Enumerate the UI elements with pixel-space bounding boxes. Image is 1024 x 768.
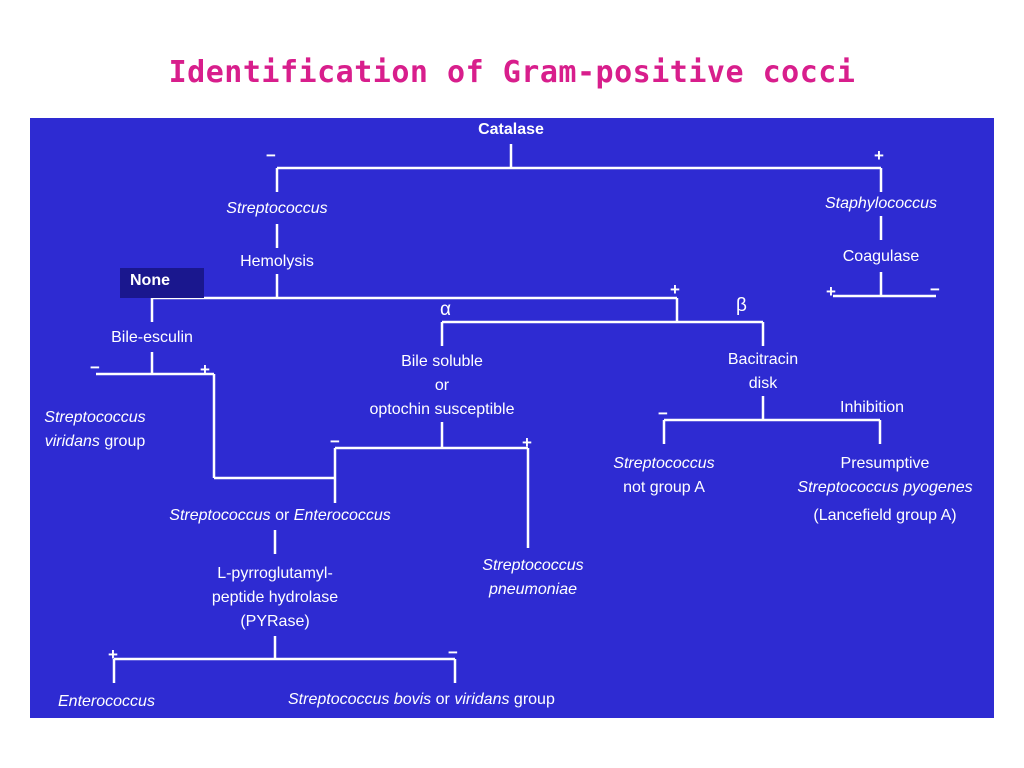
pyogenes-label-line1: Presumptive bbox=[840, 455, 930, 472]
entero-word: Enterococcus bbox=[293, 507, 391, 524]
pneumoniae-label-line1: Streptococcus bbox=[482, 557, 584, 574]
viridans-word: viridans bbox=[44, 433, 100, 450]
group-word: group bbox=[104, 433, 146, 450]
bile-soluble-label-line2: or bbox=[434, 377, 450, 394]
coagulase-minus-sign: − bbox=[930, 280, 940, 299]
strep-or-entero-label: Streptococcus or Enterococcus bbox=[135, 504, 425, 528]
none-label: None bbox=[130, 272, 170, 289]
alpha-label: α bbox=[440, 299, 451, 320]
hemolysis-plus-sign: + bbox=[670, 280, 680, 299]
beta-label: β bbox=[736, 295, 747, 316]
pneumoniae-label-line2: pneumoniae bbox=[488, 581, 578, 598]
bacitracin-minus-sign: − bbox=[658, 404, 668, 423]
pyogenes-label-line2: Streptococcus pyogenes bbox=[797, 479, 973, 496]
catalase-minus-sign: − bbox=[266, 146, 276, 165]
viridans-label-line1: Streptococcus bbox=[44, 409, 146, 426]
catalase-plus-sign: + bbox=[874, 146, 884, 165]
bile-esculin-plus-sign: + bbox=[200, 360, 210, 379]
strep-word: Streptococcus bbox=[169, 507, 271, 524]
flowchart-panel: Catalase − + Streptococcus Staphylococcu… bbox=[30, 118, 994, 718]
pyrase-label-line1: L-pyrroglutamyl- bbox=[217, 565, 333, 582]
bacitracin-label-line2: disk bbox=[748, 375, 778, 392]
bovis-viridans-word: viridans bbox=[454, 691, 510, 708]
staphylococcus-label: Staphylococcus bbox=[824, 195, 938, 212]
none-badge: None bbox=[120, 268, 204, 298]
connector-lines bbox=[96, 144, 936, 683]
viridans-label-line2: viridans group bbox=[30, 430, 160, 454]
or-word: or bbox=[275, 507, 290, 524]
pyrase-plus-sign: + bbox=[108, 645, 118, 664]
bile-soluble-label-line3: optochin susceptible bbox=[369, 401, 515, 418]
bovis-label: Streptococcus bovis or viridans group bbox=[288, 688, 555, 712]
pyrase-label-line2: peptide hydrolase bbox=[211, 589, 339, 606]
not-group-a-label-line2: not group A bbox=[623, 479, 705, 496]
bile-esculin-minus-sign: − bbox=[90, 358, 100, 377]
bovis-or-word: or bbox=[435, 691, 450, 708]
hemolysis-label: Hemolysis bbox=[240, 253, 314, 270]
catalase-label: Catalase bbox=[478, 121, 544, 138]
bacitracin-label-line1: Bacitracin bbox=[727, 351, 799, 368]
pyrase-minus-sign: − bbox=[448, 643, 458, 662]
bile-soluble-label-line1: Bile soluble bbox=[401, 353, 483, 370]
coagulase-label: Coagulase bbox=[842, 248, 920, 265]
bovis-species-word: Streptococcus bovis bbox=[288, 691, 432, 708]
pyogenes-label-line3: (Lancefield group A) bbox=[813, 507, 957, 524]
enterococcus-label: Enterococcus bbox=[58, 693, 155, 710]
optochin-minus-sign: − bbox=[330, 432, 340, 451]
bile-esculin-label: Bile-esculin bbox=[111, 329, 193, 346]
inhibition-label: Inhibition bbox=[840, 399, 905, 416]
streptococcus-label: Streptococcus bbox=[226, 200, 328, 217]
not-group-a-label-line1: Streptococcus bbox=[613, 455, 715, 472]
slide-title: Identification of Gram-positive cocci bbox=[168, 55, 856, 90]
pyrase-label-line3: (PYRase) bbox=[240, 613, 310, 630]
optochin-plus-sign: + bbox=[522, 433, 532, 452]
coagulase-plus-sign: + bbox=[826, 282, 836, 301]
bovis-group-word: group bbox=[513, 691, 555, 708]
